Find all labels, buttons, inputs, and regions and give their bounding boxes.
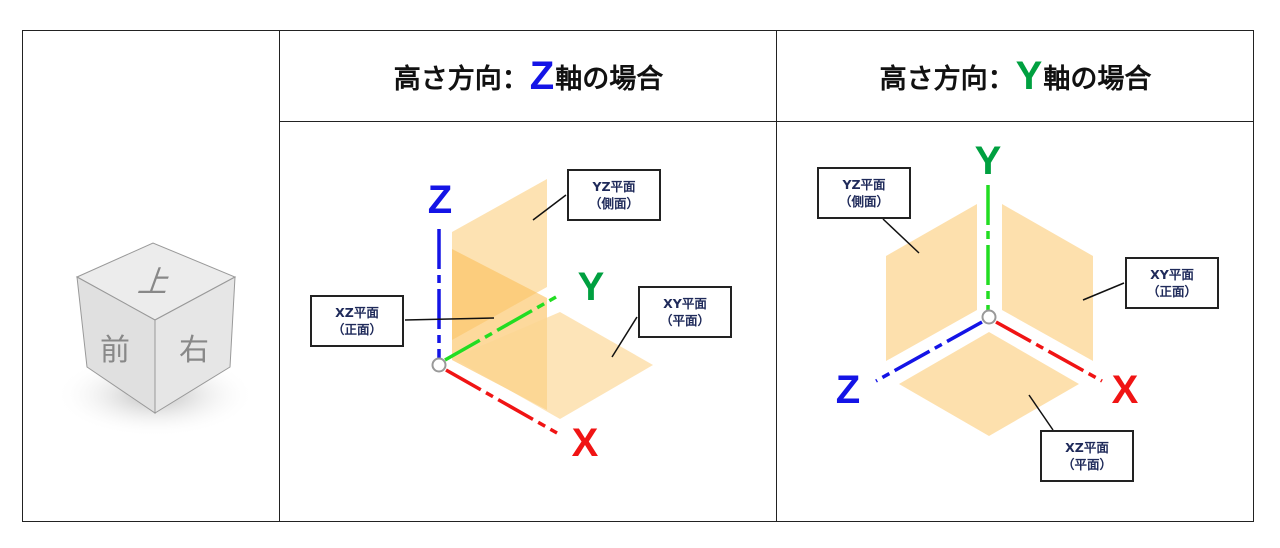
callout-sub: （正面）: [331, 322, 382, 337]
column-divider: [279, 30, 280, 522]
y-up-diagram: Y Z X: [836, 139, 1139, 436]
title-suffix: 軸の場合: [1043, 63, 1152, 95]
leader-line: [1028, 394, 1054, 431]
title-axis: Y: [1015, 53, 1043, 98]
leader-line: [882, 218, 920, 254]
leader-line: [404, 317, 495, 321]
callout-sub: （平面）: [1061, 457, 1112, 472]
title-suffix: 軸の場合: [555, 63, 664, 95]
z-axis-label: Z: [836, 368, 860, 412]
callout-sub: （側面）: [838, 194, 889, 209]
xz-plane: [899, 332, 1079, 436]
callout-xy-plane: XY平面 （正面）: [1125, 257, 1219, 309]
callout-name: XY平面: [1150, 267, 1194, 282]
yz-plane: [886, 204, 977, 361]
x-axis-label: X: [1112, 368, 1139, 412]
leader-line: [532, 194, 567, 221]
xy-plane: [453, 312, 653, 419]
origin-icon: [981, 309, 997, 325]
leader-line: [1082, 282, 1125, 301]
callout-yz-plane: YZ平面 （側面）: [817, 167, 911, 219]
callout-name: XZ平面: [335, 305, 379, 320]
title-axis: Z: [529, 53, 555, 98]
z-up-diagram: Z Y X: [404, 178, 653, 465]
callout-name: YZ平面: [592, 179, 636, 194]
callout-name: XY平面: [663, 296, 707, 311]
callout-xz-plane: XZ平面 （正面）: [310, 295, 404, 347]
x-axis-label: X: [572, 421, 599, 465]
z-axis: [875, 320, 983, 383]
x-axis: [995, 320, 1103, 383]
callout-sub: （正面）: [1146, 284, 1197, 299]
cube-front-label: 前: [100, 333, 130, 368]
callout-xy-plane: XY平面 （平面）: [638, 286, 732, 338]
callout-sub: （平面）: [659, 313, 710, 328]
z-axis-label: Z: [428, 178, 452, 222]
title-prefix: 高さ方向：: [393, 63, 529, 95]
xy-plane: [1002, 204, 1093, 361]
column-divider: [776, 30, 777, 522]
header-divider: [279, 121, 1254, 122]
origin-icon: [431, 357, 447, 373]
x-axis: [445, 368, 558, 435]
table-outer: [22, 30, 1254, 522]
callout-yz-plane: YZ平面 （側面）: [567, 169, 661, 221]
leader-line: [611, 316, 638, 358]
callout-xz-plane: XZ平面 （平面）: [1040, 430, 1134, 482]
callout-name: XZ平面: [1065, 440, 1109, 455]
view-cube-icon[interactable]: 上 前 右: [55, 242, 255, 437]
cube-right-label: 右: [179, 333, 209, 368]
y-axis-label: Y: [578, 265, 605, 309]
callout-sub: （側面）: [588, 196, 639, 211]
callout-name: YZ平面: [842, 177, 886, 192]
title-prefix: 高さ方向：: [879, 63, 1015, 95]
y-axis: [444, 295, 557, 362]
y-axis-label: Y: [975, 139, 1002, 183]
